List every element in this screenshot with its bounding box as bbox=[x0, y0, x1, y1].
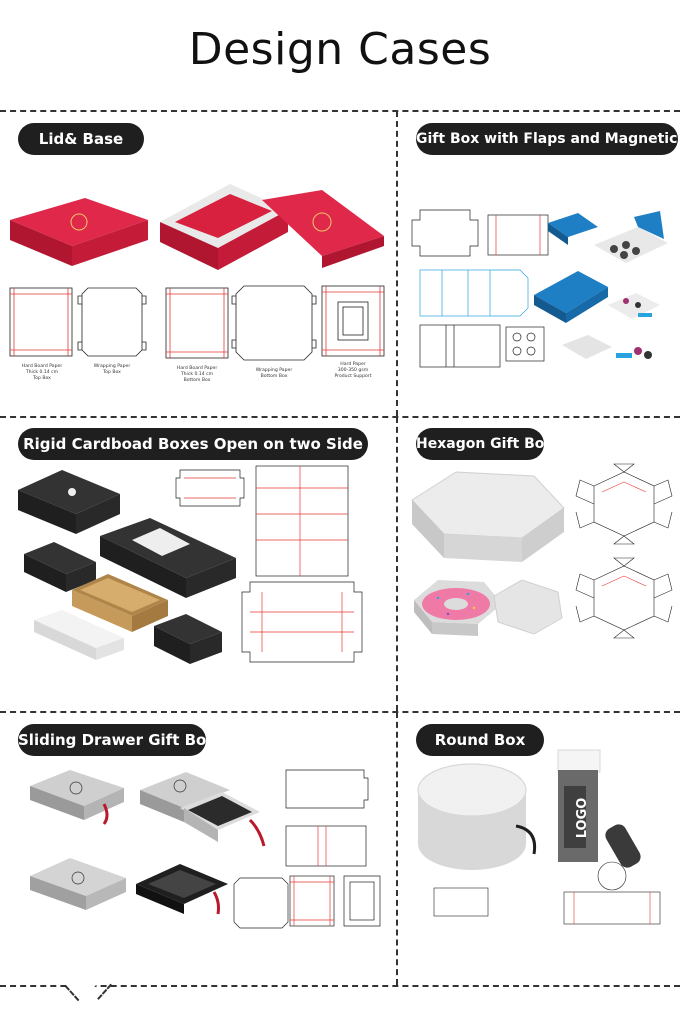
hexagon-illustration bbox=[398, 462, 680, 707]
hexagon-box-closed bbox=[411, 471, 565, 562]
label-sliding-drawer: Sliding Drawer Gift Box bbox=[18, 724, 216, 756]
gray-drawer-closed bbox=[30, 770, 124, 825]
blue-box-angled bbox=[534, 271, 608, 323]
red-box-open bbox=[160, 184, 384, 270]
label-hexagon: Hexagon Gift Box bbox=[416, 428, 553, 460]
label-rigid-cardboard: Rigid Cardboad Boxes Open on two Side bbox=[18, 428, 368, 460]
divider-col3 bbox=[396, 712, 398, 985]
lid-base-dielines bbox=[9, 285, 385, 361]
round-box-large bbox=[417, 763, 537, 870]
caption-support-2: 300-350 gsm bbox=[338, 367, 369, 373]
hexagon-box-open bbox=[414, 579, 563, 636]
divider-row1 bbox=[0, 416, 680, 418]
caption-wrap-top-2: Top Box bbox=[102, 369, 121, 375]
black-tray-open bbox=[136, 864, 228, 915]
black-end-cap bbox=[154, 614, 222, 664]
label-round-box: Round Box bbox=[416, 724, 544, 756]
caption-support-1: Hard Paper bbox=[340, 361, 366, 367]
divider-bottom bbox=[0, 985, 680, 987]
caption-top-box-1: Hard Board Paper bbox=[22, 363, 63, 369]
divider-col2 bbox=[396, 417, 398, 711]
label-lid-base: Lid& Base bbox=[18, 123, 144, 155]
red-box-closed bbox=[10, 198, 148, 266]
black-sleeve-2 bbox=[100, 518, 236, 598]
caption-wrap-bottom-2: Bottom Box bbox=[261, 373, 288, 379]
divider-row2 bbox=[0, 711, 680, 713]
sliding-drawer-illustration bbox=[0, 758, 396, 983]
caption-wrap-top-1: Wrapping Paper bbox=[94, 363, 131, 369]
rigid-dielines bbox=[175, 465, 363, 663]
page-title: Design Cases bbox=[188, 24, 492, 75]
candles-tray bbox=[562, 293, 660, 359]
blue-box-open bbox=[594, 211, 668, 263]
gift-box-flaps-illustration bbox=[398, 165, 680, 410]
rigid-cardboard-illustration bbox=[0, 462, 396, 707]
gray-drawer-open bbox=[140, 772, 266, 847]
tube-box: LOGO bbox=[557, 749, 641, 868]
caption-top-box-2: Thick 0.14 cm bbox=[25, 369, 59, 375]
blue-box-closed bbox=[548, 213, 598, 245]
hexagon-dielines bbox=[575, 463, 673, 639]
white-box bbox=[34, 610, 124, 660]
divider-col1 bbox=[396, 111, 398, 416]
black-sleeve-1 bbox=[18, 470, 120, 534]
caption-bottom-box-2: Thick 0.14 cm bbox=[180, 371, 214, 377]
divider-top bbox=[0, 110, 680, 112]
drawer-dielines bbox=[233, 769, 381, 929]
round-dielines bbox=[433, 861, 661, 925]
scroll-down-arrow bbox=[68, 985, 96, 1001]
caption-wrap-bottom-1: Wrapping Paper bbox=[256, 367, 293, 373]
caption-bottom-box-3: Bottom Box bbox=[184, 377, 211, 383]
label-gift-box-flaps: Gift Box with Flaps and Magnetics bbox=[416, 123, 680, 155]
caption-bottom-box-1: Hard Board Paper bbox=[177, 365, 218, 371]
lid-base-illustration: Hard Board Paper Thick 0.14 cm Top Box W… bbox=[0, 170, 396, 410]
caption-support-3: Product Support bbox=[334, 373, 371, 379]
round-box-illustration: LOGO bbox=[398, 742, 680, 982]
black-lid-small bbox=[24, 542, 96, 592]
caption-top-box-3: Top Box bbox=[32, 375, 51, 381]
tube-logo-text: LOGO bbox=[575, 798, 590, 839]
gray-drawer-closed-2 bbox=[30, 858, 126, 910]
kraft-tray bbox=[72, 574, 168, 632]
